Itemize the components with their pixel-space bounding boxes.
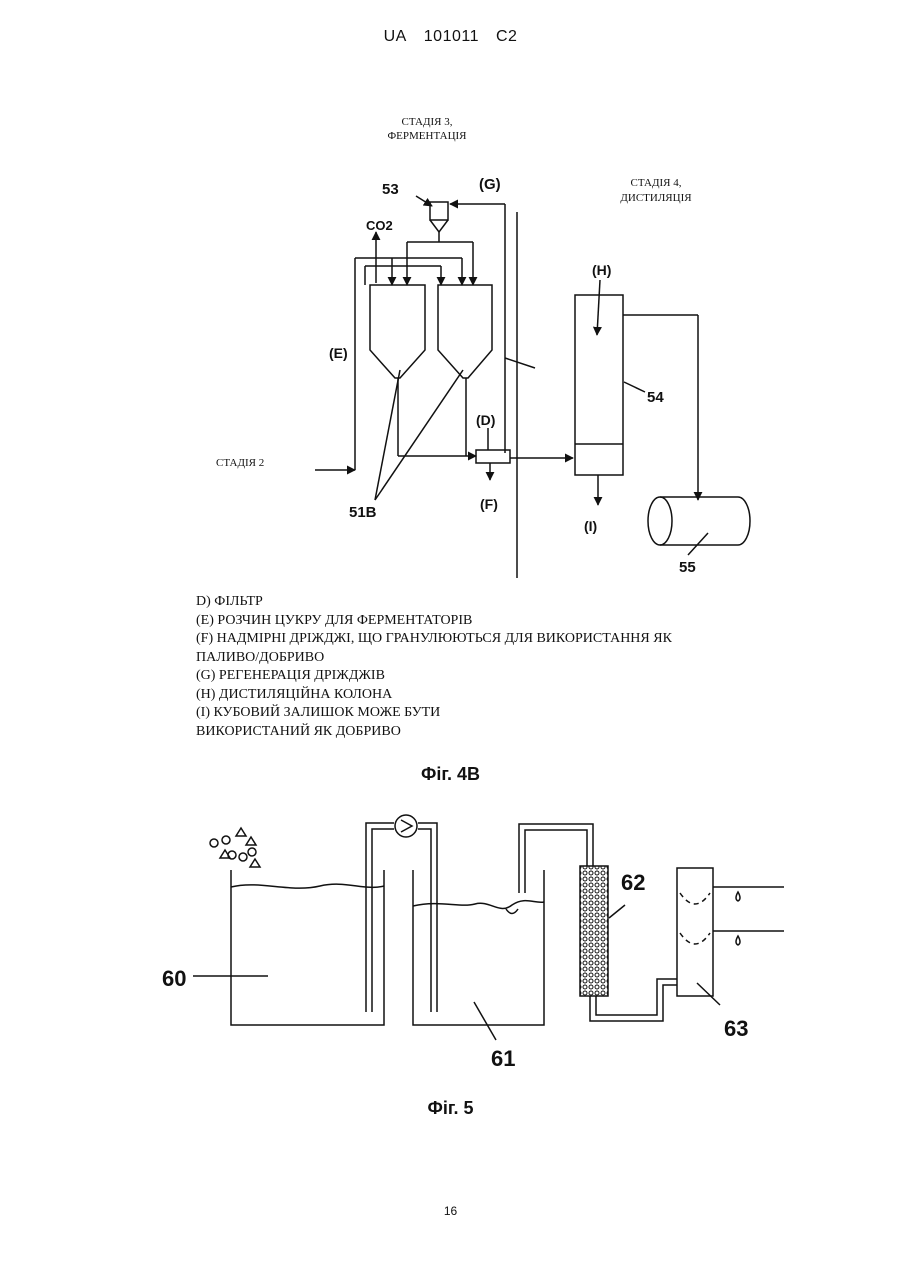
label-f: (F) xyxy=(480,496,498,512)
legend-item: (G) РЕГЕНЕРАЦІЯ ДРІЖДЖІВ xyxy=(196,667,672,686)
yeast-hopper-53 xyxy=(430,202,448,220)
label-51b: 51B xyxy=(349,504,377,521)
label-co2: CO2 xyxy=(366,218,393,233)
header-patent-number: 101011 xyxy=(424,28,479,45)
figure-5-diagram: 60 61 62 63 xyxy=(0,800,901,1090)
label-62: 62 xyxy=(621,870,645,895)
legend-item: ВИКОРИСТАНИЙ ЯК ДОБРИВО xyxy=(196,723,672,742)
label-h: (H) xyxy=(592,262,611,278)
column-62 xyxy=(580,866,608,996)
label-54: 54 xyxy=(647,389,664,406)
label-55: 55 xyxy=(679,559,696,576)
storage-tank-55 xyxy=(660,497,750,545)
drop-icon xyxy=(736,892,740,901)
fermenter-1 xyxy=(370,285,425,378)
pump xyxy=(395,815,417,837)
label-d: (D) xyxy=(476,412,495,428)
stage3-label-line1: СТАДІЯ 3, xyxy=(402,116,453,128)
legend-item: D) ФІЛЬТР xyxy=(196,593,672,612)
label-61: 61 xyxy=(491,1046,515,1071)
stage4-label-line2: ДИСТИЛЯЦІЯ xyxy=(620,192,692,204)
figure-4b-caption: Фіг. 4B xyxy=(0,764,901,785)
fermenter-2 xyxy=(438,285,492,378)
legend-item: (F) НАДМІРНІ ДРІЖДЖІ, ЩО ГРАНУЛЮЮТЬСЯ ДЛ… xyxy=(196,630,672,649)
figure-4b-diagram: СТАДІЯ 3, ФЕРМЕНТАЦІЯ СТАДІЯ 4, ДИСТИЛЯЦ… xyxy=(0,100,901,590)
stage4-label-line1: СТАДІЯ 4, xyxy=(631,177,682,189)
distillation-column-54 xyxy=(575,295,623,475)
page-number: 16 xyxy=(0,1204,901,1218)
tank-61 xyxy=(413,870,544,1025)
figure-5-caption: Фіг. 5 xyxy=(0,1098,901,1119)
label-53: 53 xyxy=(382,181,399,198)
header-kind-code: C2 xyxy=(496,28,517,45)
legend-item: (E) РОЗЧИН ЦУКРУ ДЛЯ ФЕРМЕНТАТОРІВ xyxy=(196,612,672,631)
tank-60 xyxy=(231,870,384,1025)
header-country: UA xyxy=(384,28,407,45)
label-63: 63 xyxy=(724,1016,748,1041)
legend-item: (I) КУБОВИЙ ЗАЛИШОК МОЖЕ БУТИ xyxy=(196,704,672,723)
label-g: (G) xyxy=(479,176,501,193)
vessel-63 xyxy=(677,868,713,996)
label-60: 60 xyxy=(162,966,186,991)
stage2-label: СТАДІЯ 2 xyxy=(216,457,264,469)
label-i: (I) xyxy=(584,518,597,534)
figure-4b-legend: D) ФІЛЬТР (E) РОЗЧИН ЦУКРУ ДЛЯ ФЕРМЕНТАТ… xyxy=(196,593,672,741)
solid-particles xyxy=(210,828,260,867)
stage3-label-line2: ФЕРМЕНТАЦІЯ xyxy=(387,130,467,142)
drop-icon xyxy=(736,936,740,945)
legend-item: ПАЛИВО/ДОБРИВО xyxy=(196,649,672,668)
legend-item: (H) ДИСТИЛЯЦІЙНА КОЛОНА xyxy=(196,686,672,705)
label-e: (E) xyxy=(329,345,348,361)
page-header: UA 101011 C2 xyxy=(0,28,901,46)
